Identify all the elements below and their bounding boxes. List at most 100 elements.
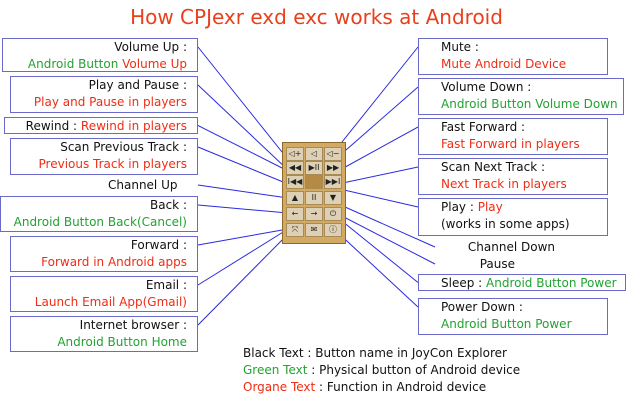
callout-channel-up: Channel Up bbox=[108, 177, 198, 193]
device-button-0-2[interactable]: ◁− bbox=[324, 147, 342, 161]
connector-rewind bbox=[197, 125, 289, 172]
channel-up-line: Channel Up bbox=[108, 177, 198, 193]
callout-scan-next: Scan Next Track : Next Track in players bbox=[418, 158, 608, 195]
mute-function-line: Mute Android Device bbox=[441, 56, 607, 73]
internet-browser-function-0: Android Button Home bbox=[57, 335, 187, 349]
volume-down-name: Volume Down : bbox=[441, 80, 532, 94]
scan-previous-function-0: Previous Track in players bbox=[38, 157, 187, 171]
legend: Black Text : Button name in JoyCon Explo… bbox=[243, 345, 520, 396]
volume-up-name: Volume Up : bbox=[114, 40, 187, 54]
internet-browser-function-line: Android Button Home bbox=[11, 334, 187, 351]
sleep-function-0: Android Button Power bbox=[486, 276, 617, 290]
play-line: Play : Play bbox=[441, 199, 607, 216]
device-button-3-1[interactable]: II bbox=[305, 191, 323, 205]
scan-next-function-0: Next Track in players bbox=[441, 177, 567, 191]
connector-fast-forward bbox=[337, 126, 419, 172]
scan-previous-function-line: Previous Track in players bbox=[11, 156, 187, 173]
back-function-line: Android Button Back(Cancel) bbox=[1, 214, 187, 231]
connector-power-down bbox=[333, 228, 419, 308]
mute-function-0: Mute Android Device bbox=[441, 57, 567, 71]
device-button-5-0[interactable]: ⤧ bbox=[286, 223, 304, 237]
scan-next-function-line: Next Track in players bbox=[441, 176, 607, 193]
play-note: (works in some apps) bbox=[441, 217, 570, 231]
forward-line: Forward : bbox=[11, 237, 187, 254]
device-button-3-2[interactable]: ▼ bbox=[324, 191, 342, 205]
volume-up-function-1: Volume Up bbox=[122, 57, 187, 71]
callout-play: Play : Play(works in some apps) bbox=[418, 198, 608, 236]
device-button-3-0[interactable]: ▲ bbox=[286, 191, 304, 205]
callout-forward: Forward : Forward in Android apps bbox=[10, 236, 198, 272]
volume-up-line: Volume Up : bbox=[3, 39, 187, 56]
sleep-name: Sleep : bbox=[441, 276, 487, 290]
forward-name: Forward : bbox=[130, 238, 187, 252]
scan-previous-name: Scan Previous Track : bbox=[60, 140, 187, 154]
forward-function-line: Forward in Android apps bbox=[11, 254, 187, 271]
play-name: Play : bbox=[441, 200, 478, 214]
fast-forward-name: Fast Forward : bbox=[441, 120, 526, 134]
play-pause-function-line: Play and Pause in players bbox=[11, 94, 187, 111]
rewind-function-0: Rewind in players bbox=[80, 119, 187, 133]
email-function-line: Launch Email App(Gmail) bbox=[11, 294, 187, 311]
channel-down-line: Channel Down bbox=[435, 239, 555, 255]
connector-play-pause bbox=[197, 84, 289, 171]
connector-scan-previous bbox=[197, 146, 289, 185]
device-button-4-2[interactable]: ⏻ bbox=[324, 207, 342, 221]
legend-black-label: Black Text bbox=[243, 346, 304, 360]
connector-forward bbox=[197, 228, 289, 246]
callout-volume-down: Volume Down : Android Button Volume Down bbox=[418, 78, 624, 115]
connector-volume-down bbox=[337, 86, 419, 158]
power-down-function-0: Android Button Power bbox=[441, 317, 572, 331]
back-function-0: Android Button Back(Cancel) bbox=[13, 215, 187, 229]
email-function-0: Launch Email App(Gmail) bbox=[34, 295, 187, 309]
internet-browser-line: Internet browser : bbox=[11, 317, 187, 334]
play-pause-name: Play and Pause : bbox=[88, 78, 187, 92]
email-name: Email : bbox=[145, 278, 187, 292]
device-button-4-0[interactable]: ← bbox=[286, 207, 304, 221]
callout-channel-down: Channel Down bbox=[435, 239, 555, 255]
pause-name: Pause bbox=[479, 257, 515, 271]
connector-volume-up bbox=[197, 46, 287, 158]
callout-pause: Pause bbox=[435, 256, 515, 272]
device-button-1-1[interactable]: ▶II bbox=[305, 161, 323, 175]
channel-up-name: Channel Up bbox=[108, 178, 178, 192]
device-button-1-0[interactable]: ◀◀ bbox=[286, 161, 304, 175]
legend-green-label: Green Text bbox=[243, 363, 308, 377]
volume-down-function-0: Android Button Volume Down bbox=[441, 97, 618, 111]
volume-down-line: Volume Down : bbox=[441, 79, 623, 96]
device-button-0-0[interactable]: ◁+ bbox=[286, 147, 304, 161]
scan-next-line: Scan Next Track : bbox=[441, 159, 607, 176]
pause-line: Pause bbox=[435, 256, 515, 272]
joycon-device: ◁+◁◁− ◀◀▶II▶▶ I◀◀ ▶▶I ▲II▼ ←→⏻ ⤧✉ⓘ bbox=[282, 142, 346, 244]
device-button-5-1[interactable]: ✉ bbox=[305, 223, 323, 237]
back-line: Back : bbox=[1, 197, 187, 214]
play-pause-line: Play and Pause : bbox=[11, 77, 187, 94]
back-name: Back : bbox=[150, 198, 187, 212]
forward-function-0: Forward in Android apps bbox=[41, 255, 187, 269]
legend-orange-label: Organe Text bbox=[243, 380, 316, 394]
connector-sleep bbox=[331, 212, 419, 283]
callout-internet-browser: Internet browser :Android Button Home bbox=[10, 316, 198, 352]
callout-volume-up: Volume Up : Android Button Volume Up bbox=[2, 38, 198, 72]
connector-back bbox=[197, 204, 289, 214]
volume-up-function-line: Android Button Volume Up bbox=[3, 56, 187, 73]
rewind-name: Rewind : bbox=[25, 119, 81, 133]
scan-next-name: Scan Next Track : bbox=[441, 160, 546, 174]
connector-email bbox=[197, 228, 289, 286]
sleep-line: Sleep : Android Button Power bbox=[441, 275, 625, 292]
device-button-2-2[interactable]: ▶▶I bbox=[324, 175, 342, 189]
legend-orange-desc: : Function in Android device bbox=[315, 380, 487, 394]
channel-down-name: Channel Down bbox=[467, 240, 555, 254]
device-button-0-1[interactable]: ◁ bbox=[305, 147, 323, 161]
device-button-5-2[interactable]: ⓘ bbox=[324, 223, 342, 237]
fast-forward-function-line: Fast Forward in players bbox=[441, 136, 607, 153]
connector-scan-next bbox=[337, 166, 419, 185]
callout-rewind: Rewind : Rewind in players bbox=[4, 117, 198, 134]
power-down-name: Power Down : bbox=[441, 300, 523, 314]
device-button-1-2[interactable]: ▶▶ bbox=[324, 161, 342, 175]
callout-play-pause: Play and Pause : Play and Pause in player… bbox=[10, 76, 198, 113]
device-button-2-1[interactable] bbox=[305, 175, 323, 189]
rewind-line: Rewind : Rewind in players bbox=[5, 118, 187, 135]
device-button-4-1[interactable]: → bbox=[305, 207, 323, 221]
device-button-2-0[interactable]: I◀◀ bbox=[286, 175, 304, 189]
fast-forward-line: Fast Forward : bbox=[441, 119, 607, 136]
